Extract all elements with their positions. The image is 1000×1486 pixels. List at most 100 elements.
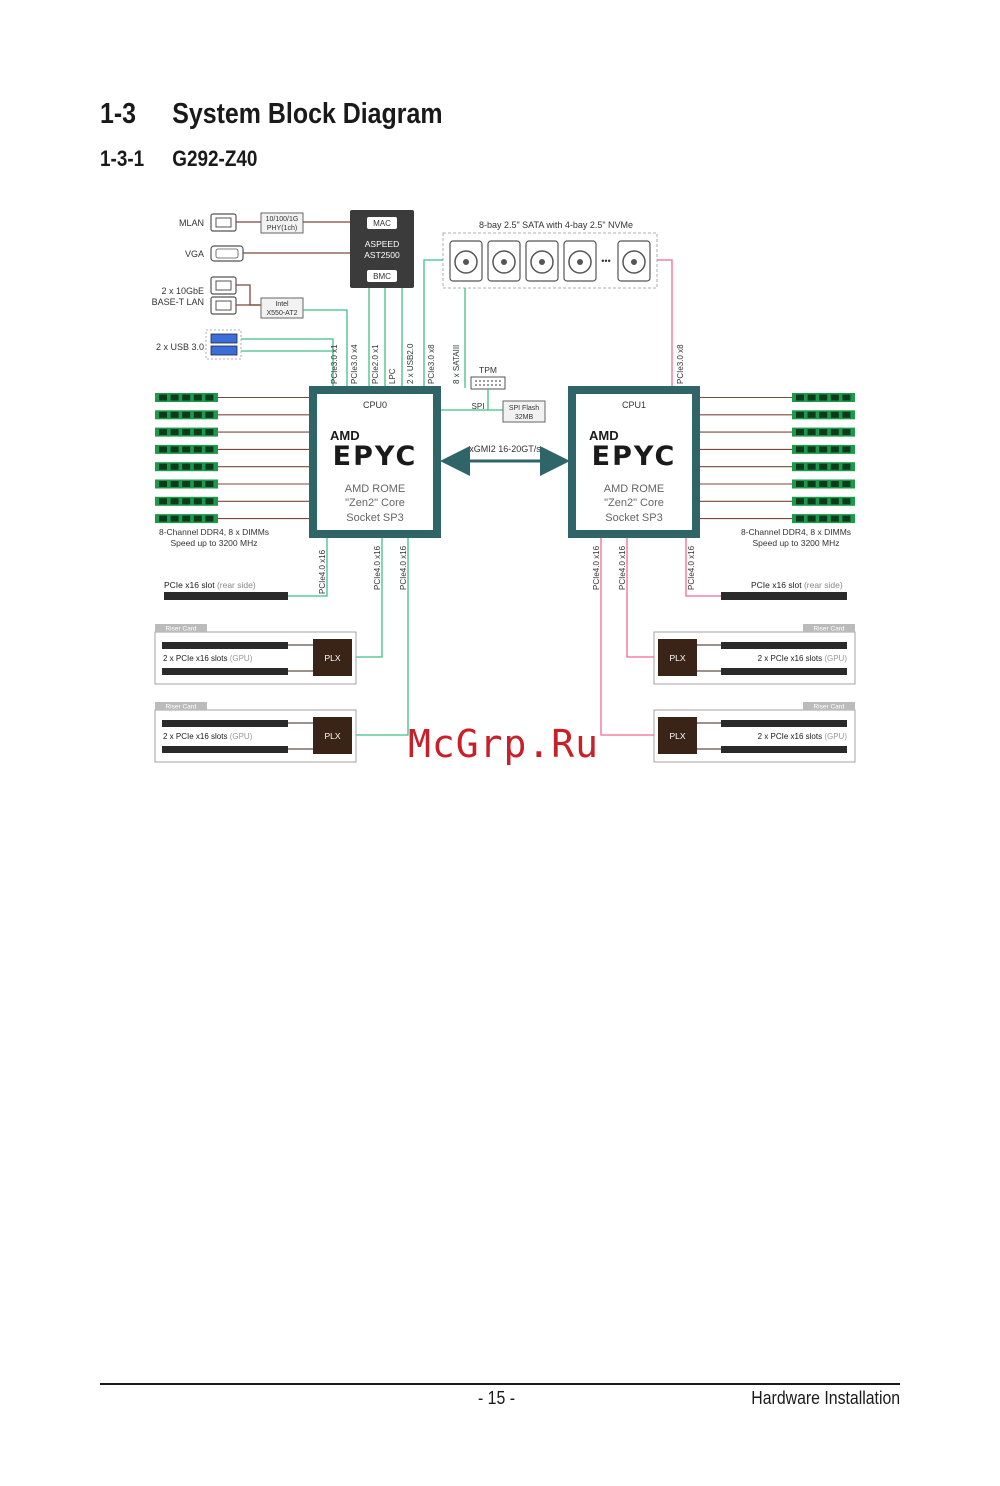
cpu1-brand-logo: AMD — [589, 428, 619, 443]
bus-label-lpc: LPC — [388, 368, 397, 384]
plx-switch — [313, 717, 352, 754]
bus-label-pcie40x16: PCIe4.0 x16 — [399, 545, 408, 590]
bus-label-pcie30x8-left: PCIe3.0 x8 — [427, 344, 436, 384]
bus-label-sata: 8 x SATAIII — [452, 345, 461, 384]
xgmi-label: xGMI2 16-20GT/s — [469, 444, 541, 454]
plx-label: PLX — [669, 731, 685, 741]
cpu0-line1: AMD ROME — [345, 483, 406, 495]
tpm-header-icon — [470, 376, 506, 390]
dimm-module — [792, 393, 855, 402]
cpu0-package — [309, 386, 441, 538]
usb-label: 2 x USB 3.0 — [156, 342, 204, 352]
dimm-module — [792, 444, 855, 454]
bus-label-pcie40x16: PCIe4.0 x16 — [592, 545, 601, 590]
dimm-module — [155, 462, 218, 472]
bmc-model: AST2500 — [364, 250, 400, 260]
riser-tag-label: Riser Card — [165, 626, 196, 633]
dimm-module — [155, 444, 218, 454]
bmc-mac-label: MAC — [373, 219, 391, 228]
spi-flash-chip — [502, 400, 546, 423]
footer-section-name: Hardware Installation — [751, 1388, 900, 1408]
drive-ellipsis: ••• — [601, 256, 610, 266]
bus-label-pcie30x1: PCIe3.0 x1 — [330, 344, 339, 384]
gpu-pcie-slot — [162, 720, 288, 727]
plx-label: PLX — [324, 731, 340, 741]
riser-slots-label: 2 x PCIe x16 slots (GPU) — [163, 654, 253, 663]
cpu1-model-logo: EPYC — [592, 441, 677, 472]
usb-port-icon — [205, 329, 242, 360]
plx-label: PLX — [324, 653, 340, 663]
lan-label-line1: 2 x 10GbE — [161, 286, 204, 296]
dimm-module — [155, 427, 218, 437]
lan-label-line2: BASE-T LAN — [152, 297, 204, 307]
drive-icon — [525, 240, 559, 282]
dimm-module — [155, 393, 218, 402]
plx-switch — [658, 717, 697, 754]
drive-icon — [617, 240, 651, 282]
drive-icon — [449, 240, 483, 282]
page-number: - 15 - — [478, 1388, 515, 1408]
dimm-module — [155, 514, 218, 524]
intel-line2: X550-AT2 — [267, 310, 298, 317]
cpu1-label: CPU1 — [622, 400, 646, 410]
intel-chip — [260, 297, 304, 319]
riser-slots-label: 2 x PCIe x16 slots (GPU) — [163, 732, 253, 741]
cpu0-label: CPU0 — [363, 400, 387, 410]
cpu1-line3: Socket SP3 — [605, 512, 662, 524]
memory-label-line1-cpu1: 8-Channel DDR4, 8 x DIMMs — [741, 527, 851, 537]
bmc-chip — [350, 210, 414, 288]
dimm-module — [792, 514, 855, 524]
riser-tag — [155, 624, 207, 632]
phy-line2: PHY(1ch) — [267, 225, 297, 232]
watermark: McGrp.Ru — [408, 722, 600, 766]
cpu1-line2: "Zen2" Core — [604, 497, 664, 509]
riser-card: Riser Card 2 x PCIe x16 slots (GPU) PLX — [154, 702, 357, 763]
gpu-pcie-slot — [162, 642, 288, 649]
riser-tag-label: Riser Card — [813, 626, 844, 633]
gpu-pcie-slot — [721, 746, 847, 753]
riser-tag-label: Riser Card — [813, 704, 844, 711]
bus-label-pcie20x1: PCIe2.0 x1 — [371, 344, 380, 384]
spi-flash-line1: SPI Flash — [509, 405, 539, 412]
plx-switch — [658, 639, 697, 676]
drive-icon — [563, 240, 597, 282]
tpm-label: TPM — [479, 365, 497, 375]
bus-label-pcie40x16: PCIe4.0 x16 — [318, 549, 327, 594]
spi-label: SPI — [472, 402, 485, 411]
dimm-bank-cpu0 — [155, 393, 309, 524]
dimm-module — [792, 410, 855, 420]
dimm-module — [155, 496, 218, 506]
riser-slots-label: 2 x PCIe x16 slots (GPU) — [758, 654, 848, 663]
riser-tag-label: Riser Card — [165, 704, 196, 711]
bmc-bmc-label: BMC — [373, 272, 391, 281]
rear-slot-label-right: PCIe x16 slot (rear side) — [751, 580, 843, 590]
subsection-heading: 1-3-1 G292-Z40 — [100, 146, 257, 172]
gpu-pcie-slot — [721, 668, 847, 675]
cpu0-line2: "Zen2" Core — [345, 497, 405, 509]
subsection-title: G292-Z40 — [172, 146, 258, 171]
phy-chip — [260, 212, 304, 234]
spi-flash-line2: 32MB — [515, 414, 534, 421]
dimm-module — [792, 496, 855, 506]
rear-slot-label-left: PCIe x16 slot (rear side) — [164, 580, 256, 590]
section-title: System Block Diagram — [172, 98, 443, 130]
cpu1-package — [568, 386, 700, 538]
riser-card: Riser Card 2 x PCIe x16 slots (GPU) PLX — [653, 624, 856, 685]
riser-card: Riser Card 2 x PCIe x16 slots (GPU) PLX — [653, 702, 856, 763]
gpu-pcie-slot — [721, 642, 847, 649]
rear-pcie-slot-right — [721, 592, 847, 600]
gpu-pcie-slot — [162, 746, 288, 753]
riser-tag — [803, 702, 855, 710]
subsection-number: 1-3-1 — [100, 146, 145, 171]
mlan-label: MLAN — [179, 218, 204, 228]
footer-rule — [100, 1383, 900, 1385]
plx-switch — [313, 639, 352, 676]
lan-port-icon — [210, 276, 237, 315]
bus-label-usb20: 2 x USB2.0 — [406, 343, 415, 384]
memory-label-line1-cpu0: 8-Channel DDR4, 8 x DIMMs — [159, 527, 269, 537]
riser-slots-label: 2 x PCIe x16 slots (GPU) — [758, 732, 848, 741]
riser-tag — [155, 702, 207, 710]
plx-label: PLX — [669, 653, 685, 663]
